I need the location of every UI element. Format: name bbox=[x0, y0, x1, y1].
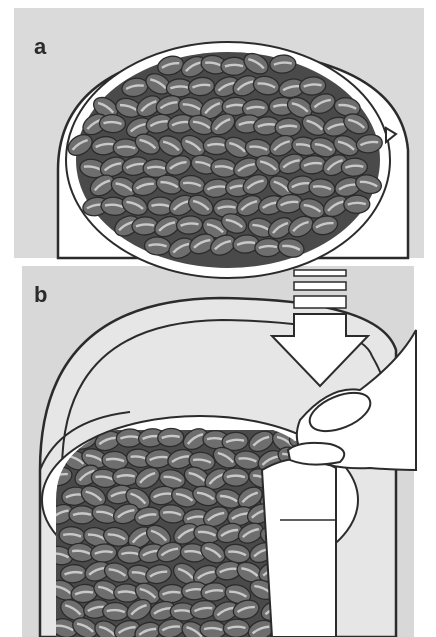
coffee-bean bbox=[254, 238, 281, 257]
coffee-bean bbox=[223, 619, 250, 637]
coffee-bean bbox=[99, 114, 126, 133]
coffee-bean bbox=[221, 57, 247, 75]
panel-label-a: a bbox=[34, 34, 46, 60]
panel-label-b: b bbox=[34, 282, 47, 308]
coffee-bean bbox=[132, 216, 159, 235]
coffee-bean bbox=[112, 467, 139, 486]
coffee-bean bbox=[69, 506, 95, 524]
coffee-bean bbox=[144, 236, 171, 255]
lid-flap bbox=[262, 458, 336, 637]
finger bbox=[288, 443, 344, 465]
panel-a-container bbox=[58, 42, 408, 278]
coffee-bean bbox=[223, 468, 249, 486]
coffee-bean bbox=[344, 195, 370, 214]
